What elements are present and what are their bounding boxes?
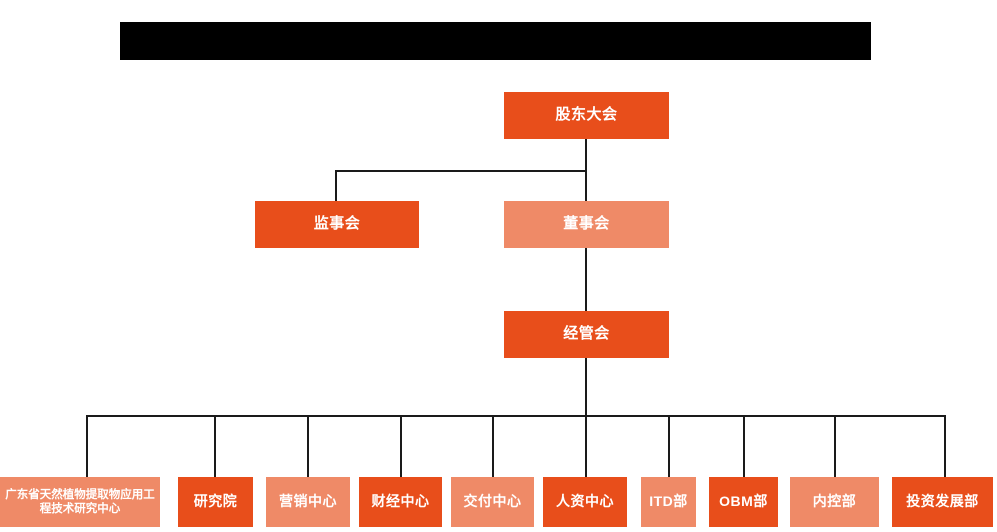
connector-to-board — [585, 170, 587, 202]
node-investment-development-department[interactable]: 投资发展部 — [892, 477, 993, 527]
node-label: 投资发展部 — [906, 493, 979, 510]
node-board-of-directors[interactable]: 董事会 — [504, 201, 669, 248]
node-guangdong-research-center[interactable]: 广东省天然植物提取物应用工程技术研究中心 — [0, 477, 160, 527]
connector-to-obm — [743, 415, 745, 477]
node-label: 监事会 — [313, 215, 361, 233]
connector-to-delivery — [492, 415, 494, 477]
connector-to-internal-control — [834, 415, 836, 477]
node-management-committee[interactable]: 经管会 — [504, 311, 669, 358]
node-research-institute[interactable]: 研究院 — [178, 477, 253, 527]
connector-to-hr — [585, 415, 587, 477]
connector-management-down — [585, 358, 587, 416]
connector-to-marketing — [307, 415, 309, 477]
node-label: 内控部 — [812, 493, 857, 510]
connector-level2-bus — [335, 170, 587, 172]
connector-to-itd — [668, 415, 670, 477]
connector-to-rnd-center — [86, 415, 88, 477]
connector-board-to-management — [585, 248, 587, 311]
node-label: 研究院 — [193, 493, 238, 510]
connector-department-bus — [86, 415, 945, 417]
node-shareholders-meeting[interactable]: 股东大会 — [504, 92, 669, 139]
node-label: 人资中心 — [556, 493, 614, 510]
node-obm-department[interactable]: OBM部 — [709, 477, 778, 527]
connector-to-investment — [944, 415, 946, 477]
connector-to-institute — [214, 415, 216, 477]
node-label: 经管会 — [563, 325, 610, 343]
node-internal-control-department[interactable]: 内控部 — [790, 477, 879, 527]
connector-to-finance — [400, 415, 402, 477]
redacted-title-bar — [120, 22, 871, 60]
node-itd-department[interactable]: ITD部 — [641, 477, 696, 527]
node-delivery-center[interactable]: 交付中心 — [451, 477, 534, 527]
node-label: 财经中心 — [371, 493, 430, 510]
connector-shareholders-down — [585, 139, 587, 171]
connector-to-supervisory — [335, 170, 337, 202]
node-label: ITD部 — [649, 493, 688, 510]
node-label: 营销中心 — [279, 493, 337, 510]
node-label: 董事会 — [563, 215, 610, 233]
node-label: 广东省天然植物提取物应用工程技术研究中心 — [5, 488, 155, 515]
node-finance-center[interactable]: 财经中心 — [359, 477, 442, 527]
node-label: 股东大会 — [555, 106, 618, 124]
node-label: 交付中心 — [463, 493, 522, 510]
node-hr-center[interactable]: 人资中心 — [543, 477, 627, 527]
node-label: OBM部 — [719, 493, 768, 510]
node-marketing-center[interactable]: 营销中心 — [266, 477, 350, 527]
node-supervisory-board[interactable]: 监事会 — [255, 201, 419, 248]
